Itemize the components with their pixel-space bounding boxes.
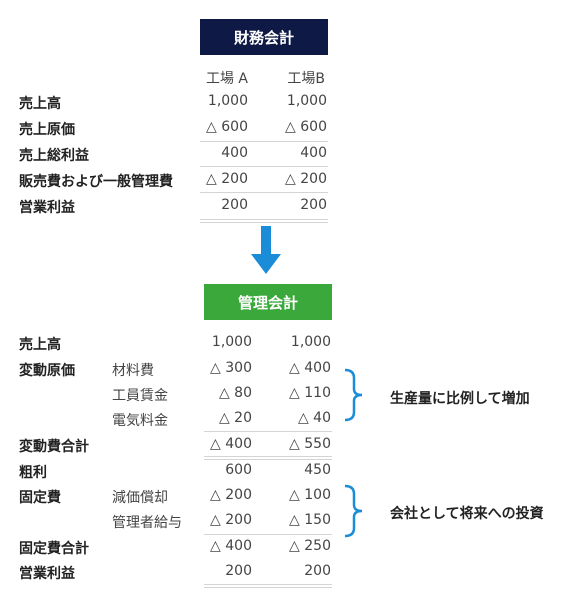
value-factory-a: △ 400 (210, 538, 252, 554)
total-double-line (200, 219, 328, 223)
value-factory-a: 1,000 (211, 334, 252, 350)
financial-accounting-header: 財務会計 (200, 19, 328, 55)
col-header-factory-a: 工場 A (205, 71, 248, 87)
value-factory-b: △ 600 (285, 119, 327, 135)
value-factory-a: △ 80 (218, 385, 252, 401)
total-double-line (204, 584, 332, 588)
row-label: 粗利 (19, 465, 47, 481)
value-factory-b: 1,000 (290, 334, 331, 350)
value-factory-b: 200 (300, 197, 327, 213)
row-label: 販売費および一般管理費 (19, 174, 173, 190)
value-factory-b: △ 400 (289, 360, 331, 376)
value-factory-b: △ 100 (289, 487, 331, 503)
value-factory-a: △ 20 (218, 410, 252, 426)
value-factory-b: △ 40 (297, 410, 331, 426)
row-sublabel: 材料費 (112, 363, 154, 379)
value-factory-a: 400 (221, 145, 248, 161)
row-sublabel: 減価償却 (112, 490, 168, 506)
row-label: 固定費 (19, 490, 61, 506)
value-factory-b: △ 110 (289, 385, 331, 401)
value-factory-a: 1,000 (207, 93, 248, 109)
right-brace-icon (344, 484, 363, 538)
row-label: 変動原価 (19, 363, 75, 379)
value-factory-b: △ 150 (289, 512, 331, 528)
row-divider (200, 192, 328, 193)
value-factory-b: 400 (300, 145, 327, 161)
value-factory-a: △ 200 (210, 487, 252, 503)
value-factory-a: 600 (225, 462, 252, 478)
value-factory-a: △ 200 (210, 512, 252, 528)
down-arrow-icon (251, 226, 281, 274)
row-label: 売上高 (19, 337, 61, 353)
row-sublabel: 工員賃金 (112, 388, 168, 404)
row-sublabel: 電気料金 (112, 413, 168, 429)
value-factory-b: △ 250 (289, 538, 331, 554)
row-label: 営業利益 (19, 566, 75, 582)
row-divider (204, 534, 332, 535)
value-factory-a: △ 400 (210, 436, 252, 452)
value-factory-a: 200 (221, 197, 248, 213)
management-accounting-header: 管理会計 (204, 284, 332, 320)
row-label: 売上高 (19, 96, 61, 112)
value-factory-b: △ 550 (289, 436, 331, 452)
value-factory-b: △ 200 (285, 171, 327, 187)
row-label: 売上原価 (19, 122, 75, 138)
value-factory-b: 1,000 (286, 93, 327, 109)
row-divider (200, 141, 328, 142)
fixed-cost-note: 会社として将来への投資 (390, 506, 544, 522)
row-label: 固定費合計 (19, 541, 89, 557)
value-factory-a: △ 200 (206, 171, 248, 187)
value-factory-b: 200 (304, 563, 331, 579)
value-factory-a: △ 300 (210, 360, 252, 376)
row-sublabel: 管理者給与 (112, 515, 182, 531)
row-divider (204, 431, 332, 432)
row-label: 営業利益 (19, 200, 75, 216)
right-brace-icon (344, 368, 363, 422)
variable-cost-note: 生産量に比例して増加 (390, 391, 530, 407)
total-double-line (204, 456, 332, 460)
col-header-factory-b: 工場B (287, 71, 325, 87)
value-factory-b: 450 (304, 462, 331, 478)
value-factory-a: 200 (225, 563, 252, 579)
row-divider (200, 166, 328, 167)
row-label: 売上総利益 (19, 148, 89, 164)
row-label: 変動費合計 (19, 439, 89, 455)
value-factory-a: △ 600 (206, 119, 248, 135)
